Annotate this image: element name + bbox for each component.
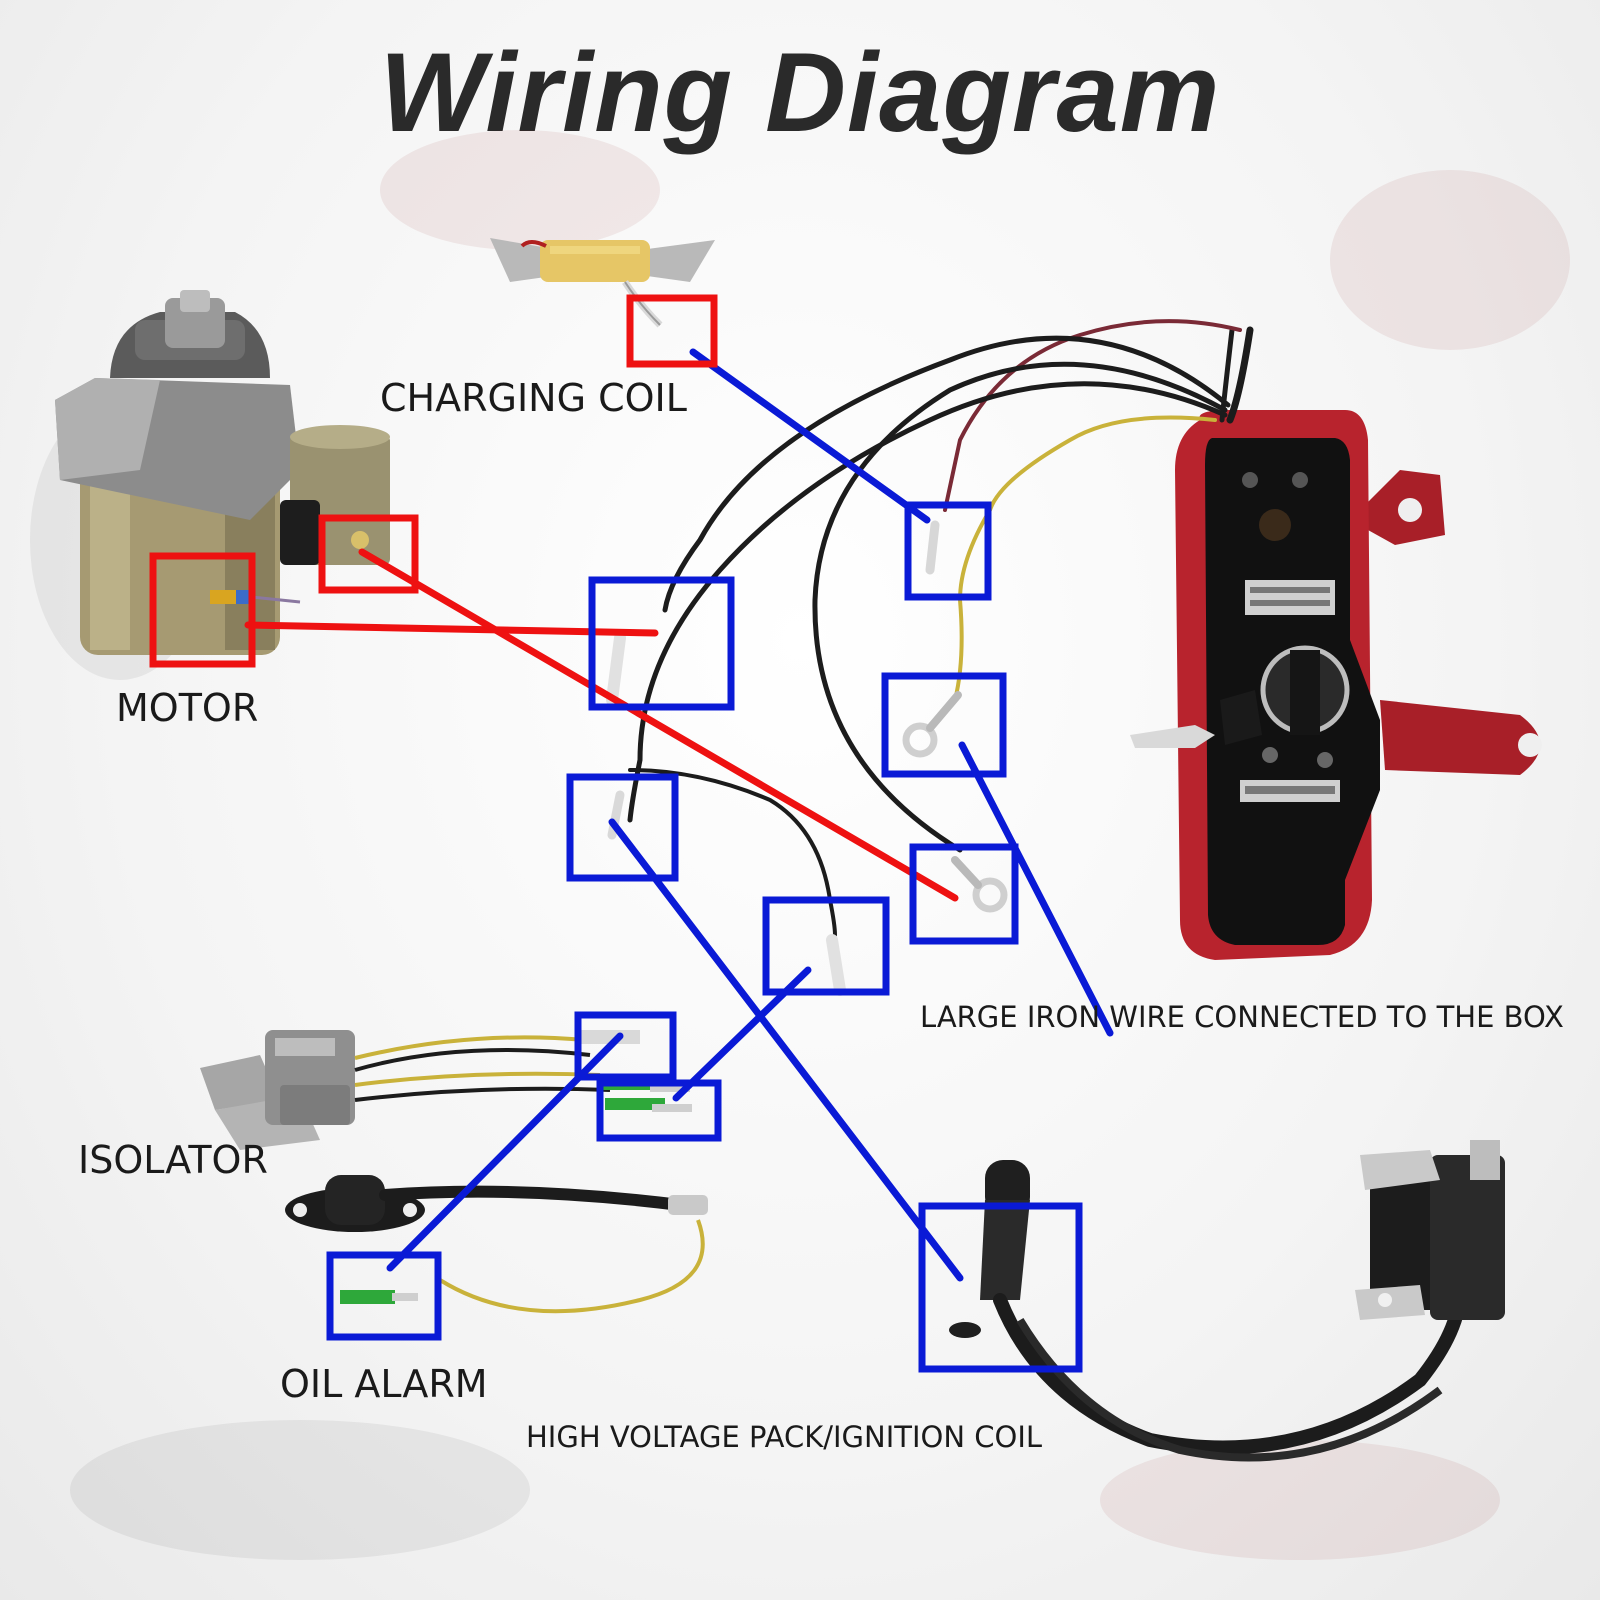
label-charging-coil: CHARGING COIL (380, 376, 687, 420)
label-oil-alarm: OIL ALARM (280, 1362, 488, 1406)
wire-terminals (606, 520, 1008, 996)
diagram-title: Wiring Diagram (379, 30, 1221, 155)
isolator-connector-box-2 (596, 1079, 722, 1142)
isolator-icon (200, 1030, 692, 1150)
charging-coil-icon (490, 238, 715, 328)
box-connector-5 (909, 843, 1019, 945)
label-motor: MOTOR (116, 686, 259, 730)
box-connector-1 (904, 501, 992, 601)
isolator-connector-box-1 (574, 1011, 677, 1081)
oil-alarm-sensor-icon (285, 1175, 708, 1314)
box-connector-3 (881, 672, 1007, 778)
oil-alarm-connector-box (326, 1251, 442, 1341)
box-connector-4 (566, 773, 679, 882)
charging-coil-terminal-box (626, 294, 718, 368)
engine-switch-box-icon (1130, 410, 1542, 960)
red-highlight-boxes (149, 294, 718, 668)
blue-highlight-boxes (326, 501, 1083, 1373)
switch-box-harness (627, 319, 1254, 937)
box-connector-6 (762, 896, 890, 996)
label-high-voltage-pack: HIGH VOLTAGE PACK/IGNITION COIL (526, 1420, 1043, 1454)
label-large-iron-wire: LARGE IRON WIRE CONNECTED TO THE BOX (920, 1000, 1564, 1034)
starter-motor-icon (55, 290, 390, 655)
ignition-coil-connector-box (918, 1202, 1083, 1373)
label-isolator: ISOLATOR (78, 1138, 268, 1182)
motor-terminal-box (149, 552, 256, 668)
box-connector-2 (588, 576, 735, 711)
red-connection-lines (244, 548, 959, 902)
solenoid-terminal-box (318, 514, 419, 594)
ignition-coil-icon (949, 1140, 1505, 1462)
